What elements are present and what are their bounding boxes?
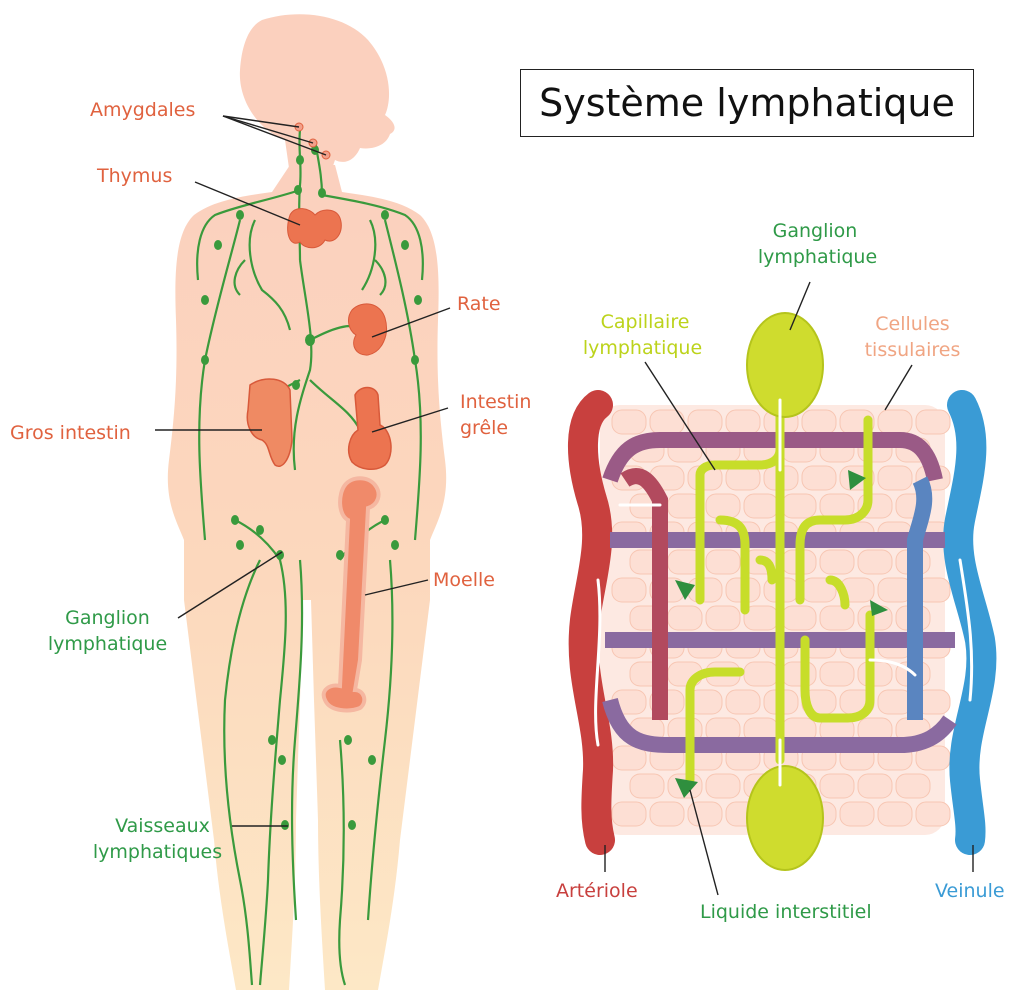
tissue-cell <box>705 549 741 575</box>
tissue-cell <box>781 661 817 687</box>
tissue-cell <box>725 689 761 715</box>
page-title: Système lymphatique <box>539 81 955 125</box>
tissue-cell <box>877 689 913 715</box>
tissue-cell <box>915 801 951 827</box>
tissue-cell <box>877 409 913 435</box>
title-box: Système lymphatique <box>520 69 974 137</box>
tissue-cell <box>915 409 951 435</box>
tissue-cell <box>705 605 741 631</box>
tissue-cell <box>895 773 931 799</box>
label-thymus: Thymus <box>97 165 173 187</box>
lymph-nodes <box>201 145 422 830</box>
label-detail-ganglion-line1: Ganglion <box>772 220 858 242</box>
label-ganglion-line1: Ganglion <box>65 607 150 629</box>
tissue-cell <box>781 493 817 519</box>
tissue-cell <box>877 801 913 827</box>
label-intestin-grele-line2: grêle <box>460 417 509 439</box>
label-ganglion-line2: lymphatique <box>47 633 168 655</box>
tissue-cell <box>667 605 703 631</box>
label-liquide-interstitiel: Liquide interstitiel <box>700 901 872 923</box>
tissue-cell <box>705 773 741 799</box>
tissue-cell <box>649 801 685 827</box>
label-arteriole: Artériole <box>556 880 638 902</box>
label-rate: Rate <box>457 293 501 315</box>
label-veinule: Veinule <box>935 880 1005 902</box>
tissue-cell <box>877 465 913 491</box>
tissue-cell <box>611 409 647 435</box>
tissue-cell <box>819 773 855 799</box>
lymphatic-capillaries <box>685 405 875 785</box>
leader-lines <box>155 115 451 827</box>
tissue-cell <box>801 465 837 491</box>
tissue-cell <box>687 801 723 827</box>
tissue-cell <box>857 661 893 687</box>
tissue-cell <box>819 493 855 519</box>
label-cellules-line2: tissulaires <box>864 339 961 361</box>
small-intestine-organ <box>347 386 392 470</box>
label-capillaire-line1: Capillaire <box>600 311 690 333</box>
label-gros-intestin: Gros intestin <box>10 422 131 444</box>
veinule-vessel <box>943 390 997 855</box>
tissue-cell <box>687 409 723 435</box>
label-amygdales: Amygdales <box>90 99 196 121</box>
tissue-cell <box>743 661 779 687</box>
tissue-cell <box>819 661 855 687</box>
interstitial-flow-arrows <box>675 470 888 798</box>
label-cellules-line1: Cellules <box>875 313 950 335</box>
tissue-cell <box>857 549 893 575</box>
label-detail-ganglion-line2: lymphatique <box>757 246 878 268</box>
tissue-cell <box>687 577 723 603</box>
body-silhouette <box>167 165 447 990</box>
label-intestin-grele-line1: Intestin <box>460 391 532 413</box>
lymph-node-bottom <box>746 765 824 871</box>
tissue-cell <box>705 493 741 519</box>
tissue-cell <box>611 577 647 603</box>
flow-arrows <box>594 398 974 787</box>
tissue-cell <box>857 773 893 799</box>
label-vaisseaux-line2: lymphatiques <box>92 841 223 863</box>
tissue-cell <box>877 577 913 603</box>
arteriole-vessel <box>567 390 615 855</box>
bone-marrow-organ <box>321 476 381 713</box>
head-silhouette <box>239 14 395 175</box>
tissue-cell <box>611 801 647 827</box>
tissue-cell <box>725 465 761 491</box>
large-intestine-organ <box>246 378 293 467</box>
tissue-cell <box>839 801 875 827</box>
tissue-cell <box>743 493 779 519</box>
label-capillaire-line2: lymphatique <box>582 337 703 359</box>
tissue-cell <box>819 605 855 631</box>
detail-leader-lines <box>604 281 974 896</box>
label-moelle: Moelle <box>433 569 495 591</box>
label-vaisseaux-line1: Vaisseaux <box>115 815 210 837</box>
spleen-organ <box>348 303 387 356</box>
tissue-cell <box>725 409 761 435</box>
lymph-node-top <box>746 312 824 418</box>
tissue-cell <box>629 773 665 799</box>
tissue-cell <box>819 549 855 575</box>
tissue-cell <box>801 409 837 435</box>
thymus-organ <box>287 208 342 249</box>
tissue-cell <box>781 605 817 631</box>
